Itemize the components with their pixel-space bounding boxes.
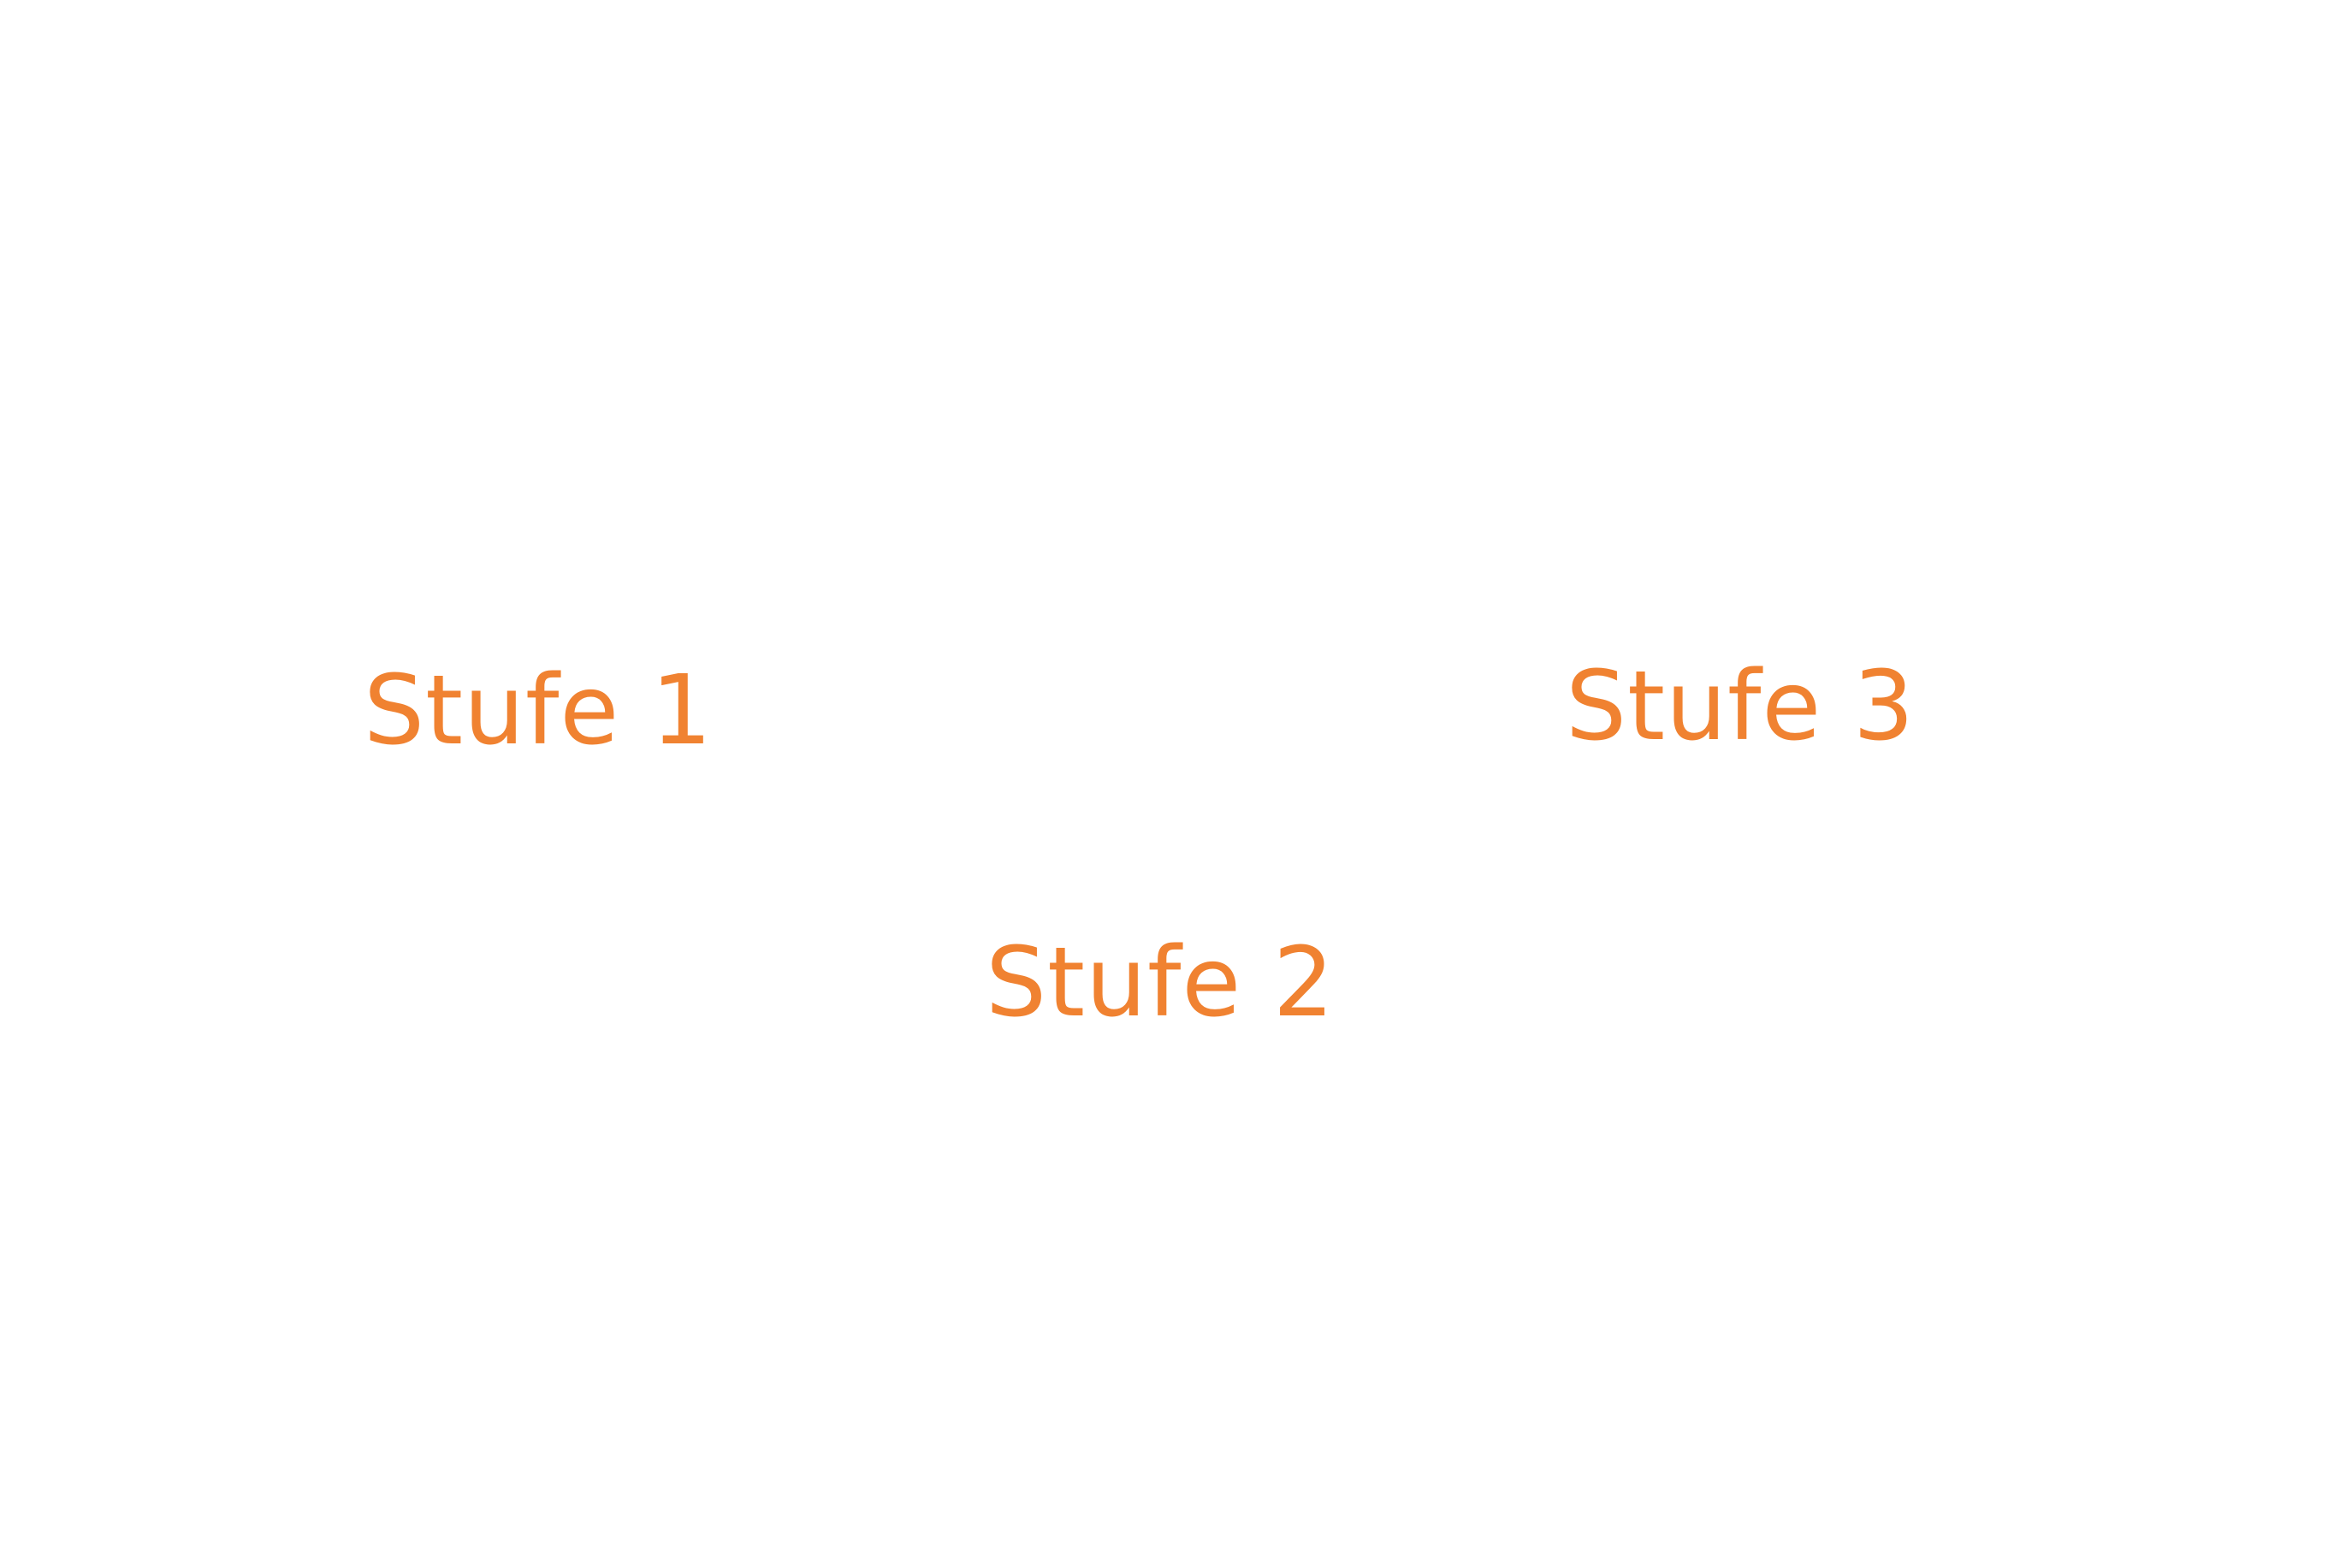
stage-3-label: Stufe 3: [1566, 651, 1916, 762]
stage-2-label: Stufe 2: [986, 927, 1336, 1038]
stage-1-label: Stufe 1: [364, 655, 714, 766]
